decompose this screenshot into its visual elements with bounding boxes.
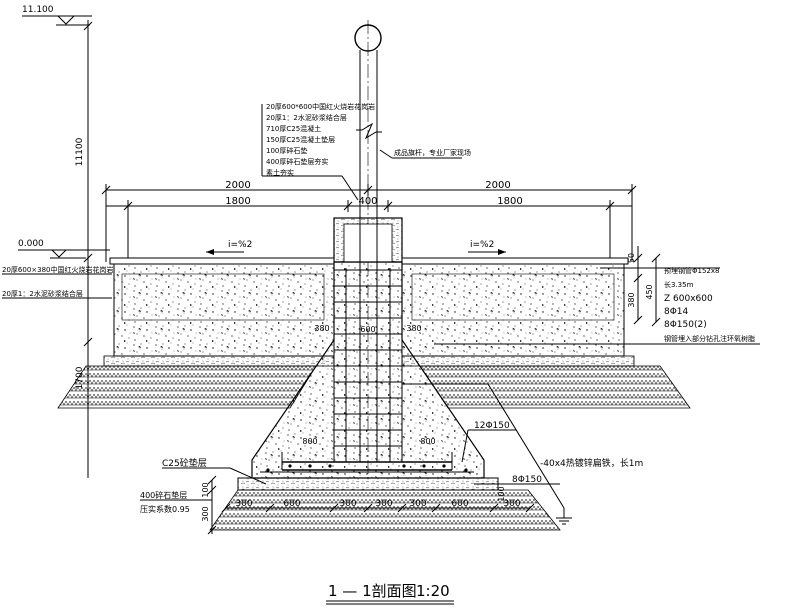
right-note: Z 600x600 (664, 294, 713, 304)
right-note: 8Φ150(2) (664, 320, 707, 330)
bottom-left-labels: C25砼垫层 400碎石垫层 压实系数0.95 (140, 457, 267, 514)
layer-note: 素土夯实 (266, 168, 294, 177)
gravel-left (57, 365, 317, 409)
ground-elevation-marker: 0.000 (18, 239, 110, 259)
right-note: 长3.35m (664, 280, 694, 289)
dim-pole-height: 11100 (75, 137, 85, 166)
dim-right-inner: 1800 (497, 196, 522, 207)
right-note: 钢管埋入部分钻孔注环氧树脂 (664, 334, 755, 343)
dim-right-total: 2000 (485, 180, 510, 191)
dim-base: 300 (375, 499, 392, 509)
right-vertical-dims: 50 380 450 (627, 246, 661, 327)
ground-elevation-label: 0.000 (18, 239, 44, 249)
dim-center: 400 (358, 196, 377, 207)
drawing-title: 1 — 1剖面图 1:20 (326, 582, 454, 605)
dim-layer-380: 380 (627, 292, 636, 307)
c25-label: C25砼垫层 (162, 457, 207, 469)
dim-base: 300 (503, 499, 520, 509)
stone-label: 400碎石垫层 (140, 490, 187, 500)
dim-base: 600 (283, 499, 300, 509)
bottom-dims: 100 300 300 600 300 300 300 600 300 100 (201, 475, 535, 535)
dim-surface: 50 (627, 253, 636, 263)
title-main: 1 — 1剖面图 (328, 582, 417, 600)
dim-side-right: 800 (420, 437, 435, 446)
rebar-labels: 12Φ150 -40x4热镀锌扁铁，长1m 8Φ150 (461, 421, 643, 485)
gravel-right (419, 365, 691, 409)
layer-note: 710厚C25混凝土 (266, 124, 321, 133)
dim-left-total: 2000 (225, 180, 250, 191)
rebar-cage (260, 268, 474, 473)
slope-left: i=%2 (206, 240, 252, 255)
slope-right: i=%2 (468, 240, 506, 255)
dim-side-left: 800 (302, 437, 317, 446)
dim-base: 600 (451, 499, 468, 509)
slope-right-label: i=%2 (470, 240, 494, 250)
pole-sleeve-cap (333, 217, 403, 263)
pole-note: 成品旗杆，专业厂家现场 (379, 148, 471, 159)
layer-note: 150厚C25混凝土垫层 (266, 135, 335, 144)
layer-note: 400厚碎石垫层夯实 (266, 157, 328, 166)
dim-base: 300 (235, 499, 252, 509)
cap-label: 380 (314, 324, 329, 333)
rebar-label: 12Φ150 (474, 421, 510, 431)
right-notes: 预埋钢管Φ152x8 长3.35m Z 600x600 8Φ14 8Φ150(2… (434, 266, 760, 345)
cap-label-right: 380 (406, 324, 421, 333)
layer-note: 20厚600*600中国红火烧岩花岗岩 (266, 102, 375, 111)
left-platform-labels: 20厚600×380中国红火烧岩花岗岩 20厚1：2水泥砂浆结合层 (2, 265, 114, 299)
compaction-label: 压实系数0.95 (140, 504, 190, 514)
gravel-base (209, 489, 561, 531)
left-layer-label: 20厚1：2水泥砂浆结合层 (2, 289, 83, 298)
platform-left (103, 257, 335, 367)
layer-note: 20厚1：2水泥砂浆结合层 (266, 113, 347, 122)
wire-label: -40x4热镀锌扁铁，长1m (540, 457, 643, 469)
dim-left-inner: 1800 (225, 196, 250, 207)
grounding-wire (402, 383, 572, 525)
horizontal-dimensions: 2000 2000 1800 400 1800 (101, 180, 637, 262)
dim-right-100: 100 (497, 486, 506, 501)
platform-right (401, 257, 635, 367)
slope-left-label: i=%2 (228, 240, 252, 250)
top-elevation-marker: 11.100 (22, 5, 92, 26)
left-layer-label: 20厚600×380中国红火烧岩花岗岩 (2, 265, 114, 274)
layer-notes: 20厚600*600中国红火烧岩花岗岩 20厚1：2水泥砂浆结合层 710厚C2… (261, 102, 375, 201)
dim-bottom-300: 300 (201, 506, 210, 521)
rebar-label: 8Φ150 (512, 475, 542, 485)
left-dimension-line: 11100 1700 (75, 20, 93, 478)
dim-base: 300 (339, 499, 356, 509)
title-scale: 1:20 (416, 582, 450, 600)
dim-cap-width: 600 (360, 325, 375, 334)
pole-note-label: 成品旗杆，专业厂家现场 (394, 148, 471, 157)
dim-base: 300 (409, 499, 426, 509)
dim-layer-450: 450 (645, 284, 654, 299)
right-note: 8Φ14 (664, 307, 689, 317)
right-note: 预埋钢管Φ152x8 (664, 266, 719, 275)
top-elevation-label: 11.100 (22, 5, 54, 15)
dim-bottom-100: 100 (201, 482, 210, 497)
layer-note: 100厚碎石垫 (266, 146, 307, 155)
